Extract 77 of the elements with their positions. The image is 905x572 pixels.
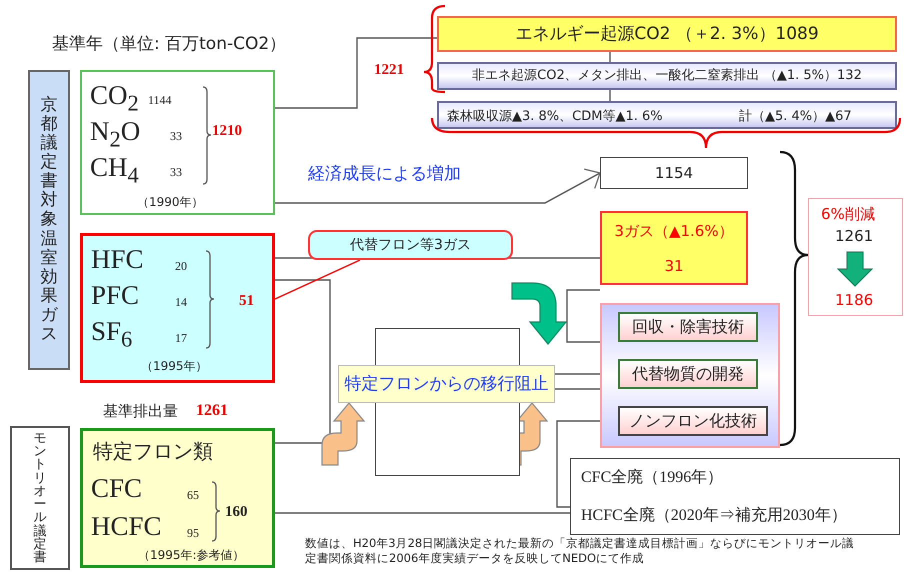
value-label: 33 (170, 166, 182, 178)
measure-box (618, 406, 768, 436)
year-label: （1995年:参考値） (138, 549, 245, 561)
node-text: CFC全廃（1996年） (581, 468, 724, 488)
total-value: 1221 (374, 62, 404, 79)
band-title: モントリオール議定書 (33, 432, 47, 564)
connector-line (555, 388, 600, 390)
node-text: 非エネ起源CO2、メタン排出、一酸化二窒素排出 （▲1. 5%）132 (472, 68, 862, 84)
measure-box (618, 359, 758, 389)
total-value: 1210 (212, 124, 242, 139)
reduction-box (600, 211, 748, 285)
value-label: 1144 (148, 94, 172, 106)
measure-box (618, 312, 758, 342)
emission-box (437, 62, 897, 90)
total-value: 1261 (196, 402, 228, 420)
node-text: HCFC全廃（2020年⇒補充用2030年） (581, 506, 847, 525)
year-label: （1990年） (137, 196, 204, 208)
value-label: 95 (187, 527, 199, 539)
formula-label: HCFC (91, 513, 162, 540)
node-text: 代替フロン等3ガス (350, 236, 471, 254)
value-label: 33 (170, 130, 182, 142)
arrow (321, 402, 365, 466)
formula-label: HFC (91, 246, 144, 273)
connector-line (609, 52, 611, 62)
category-band (28, 70, 70, 370)
value-box (600, 157, 748, 189)
band-title: 京都議定書対象温室効果ガス (40, 96, 58, 344)
connector-line (609, 90, 611, 101)
formula-label: SF$_{6}$ (91, 318, 132, 351)
value-label: 1261 (835, 229, 874, 244)
year-label: （1995年） (141, 360, 208, 372)
node-text: 代替物質の開発 (632, 364, 744, 384)
gas-group-box (80, 70, 275, 215)
target-title: 6%削減 (821, 207, 875, 222)
formula-label: CO$_{2}$ (90, 82, 139, 115)
label-box (338, 365, 555, 403)
emission-box (437, 16, 897, 52)
value-label: 17 (175, 332, 187, 344)
formula-label: PFC (91, 282, 140, 309)
callout-bubble (308, 230, 513, 260)
emission-box (437, 101, 897, 129)
formula-label: N$_{2}$O (90, 118, 140, 151)
heading: 基準年（単位: 百万ton-CO2） (52, 33, 286, 55)
value-label: 1186 (835, 293, 874, 308)
callout-tail (274, 259, 360, 300)
footnote: 数値は、H20年3月28日閣議決定された最新の「京都議定書達成目標計画」ならびにモントリオール議定書関係資料に2006年度実績データを反映してNEDOにて作成 (305, 536, 856, 566)
gas-group-box (80, 233, 275, 383)
label-text: 基準排出量 (103, 402, 178, 421)
value-label: 20 (175, 260, 187, 272)
node-text: 回収・除害技術 (632, 317, 744, 337)
phaseout-box (570, 458, 900, 535)
connector-line (556, 420, 600, 508)
category-band (10, 426, 70, 570)
node-text: 3ガス（▲1.6%） (614, 222, 734, 240)
connector-line (275, 512, 570, 514)
total-text: 計（▲5. 4%）▲67 (739, 110, 852, 123)
value-label: 65 (187, 489, 199, 501)
total-value: 51 (239, 294, 254, 309)
group-title: 特定フロン類 (93, 441, 213, 461)
node-text: 1154 (654, 164, 694, 182)
connector-line (555, 373, 600, 375)
node-text: 特定フロンからの移行阻止 (344, 374, 548, 394)
item-text: 森林吸収源▲3. 8%、CDM等▲1. 6% (447, 110, 663, 123)
total-value: 160 (225, 505, 248, 520)
target-box (808, 198, 903, 316)
formula-label: CFC (91, 475, 142, 502)
connector-line (566, 289, 600, 343)
node-text: ノンフロン化技術 (629, 411, 757, 431)
node-text: 31 (664, 256, 684, 274)
measures-panel (600, 303, 780, 448)
node-text: エネルギー起源CO2 （＋2. 3%）1089 (515, 24, 819, 44)
arrow (275, 168, 601, 204)
connector-line (275, 37, 437, 109)
gas-group-box (80, 428, 275, 568)
connector-line (275, 279, 331, 444)
value-label: 14 (175, 296, 187, 308)
formula-label: CH$_{4}$ (90, 154, 139, 187)
